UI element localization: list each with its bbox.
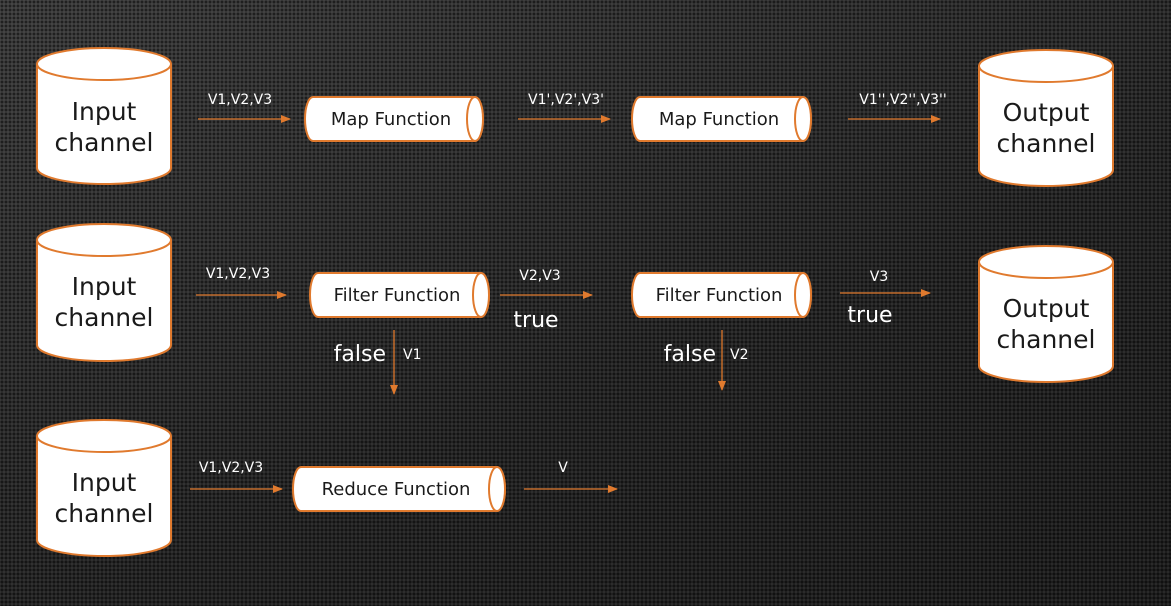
input-channel-label-1: Input [72, 468, 137, 497]
arrow-label: V1',V2',V3' [528, 92, 604, 108]
row-map: Input channel V1,V2,V3 Map Function V1',… [36, 47, 1114, 187]
function-label: Filter Function [334, 285, 461, 306]
arrow-label: V3 [870, 269, 888, 285]
arrow-label: V1 [403, 347, 421, 363]
input-channel-label-1: Input [72, 97, 137, 126]
input-channel-label-2: channel [55, 303, 154, 332]
row-reduce: Input channel V1,V2,V3 Reduce Function V [36, 419, 618, 557]
function-label: Reduce Function [322, 479, 471, 500]
condition-false-label: false [664, 342, 716, 367]
output-channel-label-1: Output [1003, 98, 1090, 127]
input-channel-db-icon: Input channel [36, 419, 172, 557]
function-label: Filter Function [656, 285, 783, 306]
function-label: Map Function [331, 109, 451, 130]
output-channel-db-icon: Output channel [978, 49, 1114, 187]
reduce-function: Reduce Function [292, 466, 506, 512]
condition-true-label: true [847, 303, 892, 328]
arrow-label: V2 [730, 347, 748, 363]
arrow-label: V1,V2,V3 [208, 92, 272, 108]
output-channel-label-2: channel [997, 129, 1096, 158]
input-channel-label-2: channel [55, 128, 154, 157]
function-label: Map Function [659, 109, 779, 130]
arrow-label: V [558, 460, 568, 476]
condition-false-label: false [334, 342, 386, 367]
arrow-label: V2,V3 [519, 268, 560, 284]
arrow-label: V1,V2,V3 [199, 460, 263, 476]
condition-true-label: true [513, 308, 558, 333]
arrow-label: V1,V2,V3 [206, 266, 270, 282]
filter-function-2: Filter Function [631, 272, 812, 318]
input-channel-label-2: channel [55, 499, 154, 528]
output-channel-label-1: Output [1003, 294, 1090, 323]
output-channel-db-icon: Output channel [978, 245, 1114, 383]
arrow-label: V1'',V2'',V3'' [859, 92, 946, 108]
map-function-2: Map Function [631, 96, 812, 142]
input-channel-label-1: Input [72, 272, 137, 301]
input-channel-db-icon: Input channel [36, 47, 172, 185]
filter-function-1: Filter Function [309, 272, 490, 318]
map-function-1: Map Function [304, 96, 484, 142]
output-channel-label-2: channel [997, 325, 1096, 354]
row-filter: Input channel V1,V2,V3 Filter Function V… [36, 223, 1114, 395]
input-channel-db-icon: Input channel [36, 223, 172, 362]
